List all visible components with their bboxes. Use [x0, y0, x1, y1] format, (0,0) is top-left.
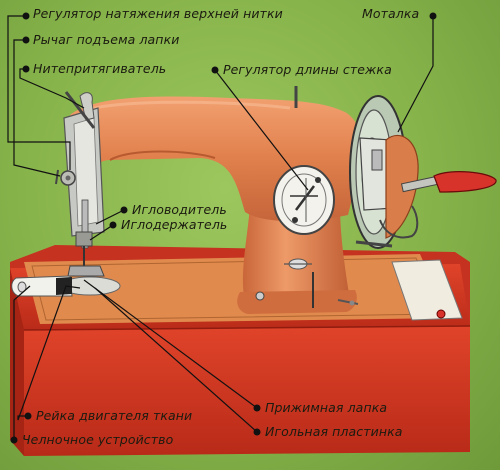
- leader-stitch: [214, 69, 309, 191]
- leader-lever: [13, 39, 61, 177]
- label-feed-dog: Рейка двигателя ткани: [36, 408, 193, 423]
- leader-needleplate: [94, 287, 258, 433]
- label-take-up-lever: Нитепритягиватель: [33, 61, 167, 76]
- emblem: [284, 258, 312, 270]
- stitch-regulator-dial: [273, 165, 335, 235]
- leader-shuttle: [13, 285, 31, 440]
- base-box-front: [24, 326, 470, 456]
- leader-winder: [397, 16, 434, 133]
- label-stitch-length-regulator: Регулятор длины стежка: [223, 62, 392, 77]
- leader-lines: [7, 15, 434, 440]
- leader-needleholder: [89, 224, 114, 241]
- label-presser-foot: Прижимная лапка: [265, 400, 388, 415]
- machine-head: [55, 91, 105, 277]
- label-shuttle-device: Челночное устройство: [22, 432, 174, 447]
- label-winder: Моталка: [362, 6, 420, 21]
- label-needle-plate: Игольная пластинка: [265, 424, 403, 439]
- presser-foot-shape: [67, 265, 105, 277]
- label-upper-thread-tension: Регулятор натяжения верхней нитки: [33, 6, 283, 21]
- label-needle-holder: Иглодержатель: [121, 217, 228, 232]
- needle-plate-area: [11, 275, 121, 297]
- leader-tension: [7, 15, 71, 170]
- leader-takeup: [19, 68, 85, 109]
- hand-wheel-handle: [433, 171, 497, 193]
- leader-dots: [10, 12, 437, 444]
- leader-feeddog: [17, 285, 81, 421]
- label-needle-bar: Игловодитель: [132, 202, 227, 217]
- hand-wheel: [349, 95, 497, 249]
- side-panel: [391, 259, 463, 321]
- leader-needlebar: [95, 209, 125, 225]
- machine-pillar: [242, 205, 350, 300]
- leader-presser: [83, 279, 258, 409]
- label-presser-foot-lever: Рычаг подъема лапки: [33, 32, 180, 47]
